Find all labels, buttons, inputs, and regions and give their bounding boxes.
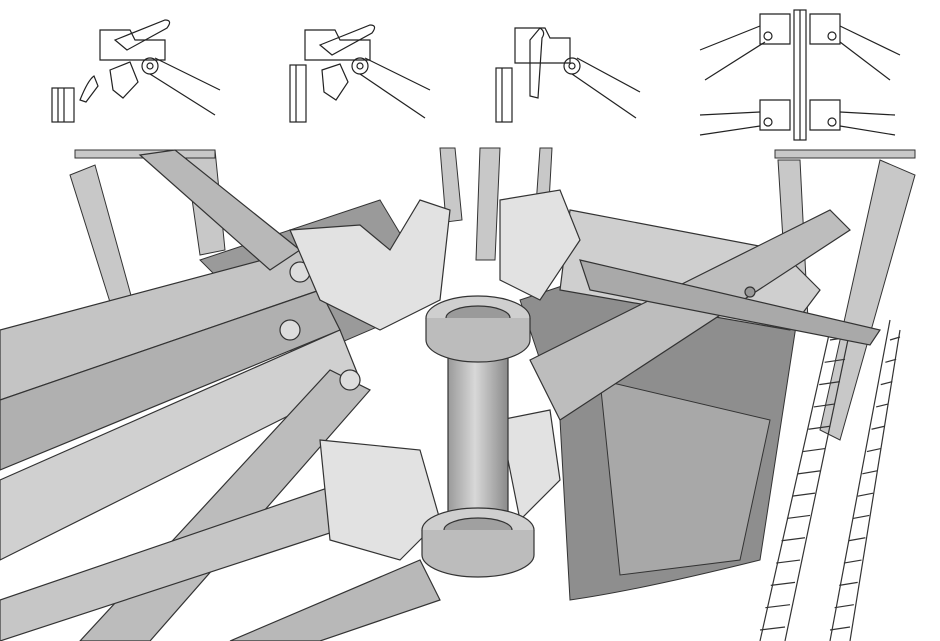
ladder-rung <box>871 425 885 430</box>
ladder-rung <box>857 492 874 497</box>
ladder-rung <box>852 514 870 520</box>
ladder <box>759 319 901 641</box>
ladder-rung <box>786 514 811 520</box>
ladder-rung <box>848 537 866 542</box>
ladder-rung <box>834 604 854 609</box>
ladder-rung <box>813 403 836 408</box>
sketch-latch-step-2 <box>289 24 431 123</box>
sketch-latch-step-3 <box>495 27 641 123</box>
central-tube <box>421 295 535 578</box>
ladder-rung <box>765 604 791 609</box>
ladder-rung <box>876 403 889 408</box>
ladder-rung <box>776 559 801 564</box>
ladder-rung <box>829 626 851 631</box>
sketch-latch-step-1 <box>51 19 221 123</box>
ladder-rung <box>759 626 786 631</box>
ladder-rung <box>808 425 831 430</box>
arms <box>0 149 881 641</box>
ladder-rung <box>889 336 901 341</box>
ladder-rung <box>819 381 841 386</box>
ladder-rung <box>792 492 816 497</box>
ladder-rung <box>843 559 862 564</box>
ladder-rung <box>862 470 878 475</box>
sketch-latch-assembled <box>699 9 901 141</box>
ladder-rung <box>797 470 821 475</box>
ladder-rung <box>781 537 806 542</box>
ladder-rung <box>824 358 846 363</box>
ladder-rung <box>885 358 897 363</box>
ladder-rung <box>839 581 858 586</box>
ladder-rung <box>802 447 826 453</box>
ladder-rung <box>866 447 881 453</box>
hub-brackets <box>289 189 581 561</box>
ladder-rung <box>770 581 796 586</box>
ladder-rung <box>880 381 893 386</box>
